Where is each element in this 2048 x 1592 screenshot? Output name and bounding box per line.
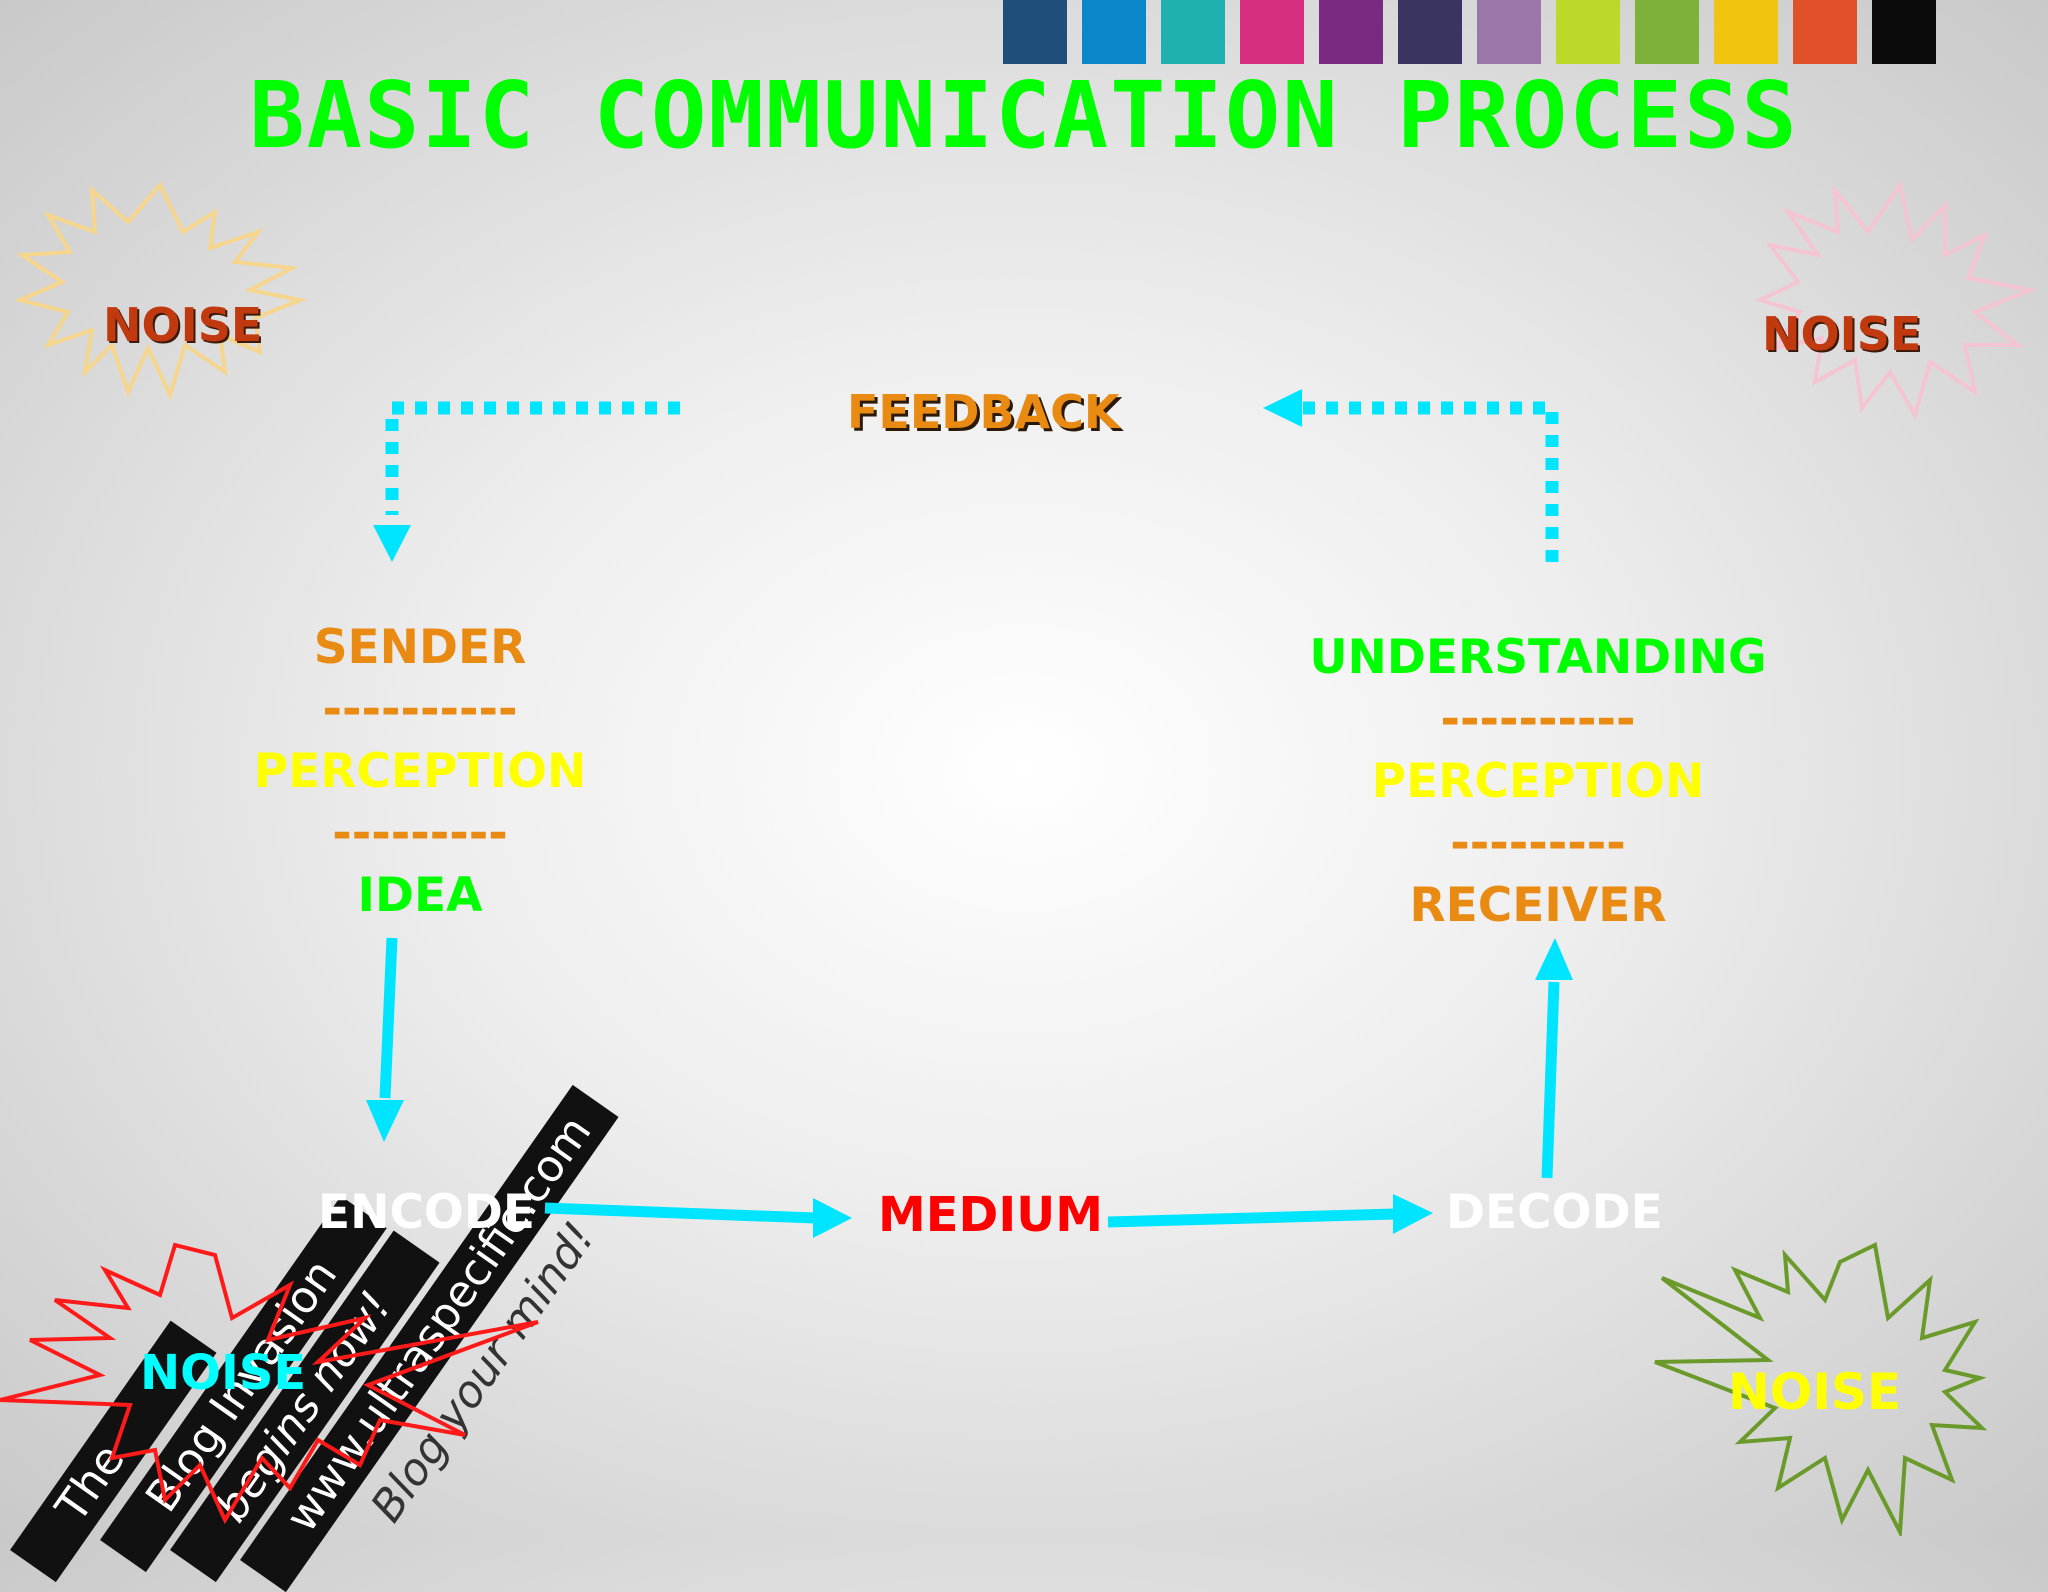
palette-swatch xyxy=(1477,0,1541,64)
color-palette xyxy=(1003,0,1951,64)
arrow-medium-to-decode xyxy=(1107,1208,1396,1228)
palette-swatch xyxy=(1398,0,1462,64)
feedback-arrow-right xyxy=(1302,401,1559,562)
receiver-divider-2: --------- xyxy=(1450,816,1626,871)
noise-starburst-bottom-right xyxy=(1654,1242,1988,1536)
arrowhead-medium xyxy=(813,1198,852,1238)
arrowhead-receiver xyxy=(1535,938,1573,980)
noise-starburst-top-right xyxy=(1754,180,2038,421)
sender-label: SENDER xyxy=(313,620,527,675)
palette-swatch xyxy=(1635,0,1699,64)
noise-starburst-top-left xyxy=(13,181,307,401)
diagram-graphics xyxy=(0,180,2038,1536)
feedback-arrow-left xyxy=(385,401,680,515)
arrow-encode-to-medium xyxy=(544,1202,816,1224)
palette-swatch xyxy=(1556,0,1620,64)
receiver-divider-1: ---------- xyxy=(1440,692,1636,747)
palette-swatch xyxy=(1003,0,1067,64)
palette-swatch xyxy=(1714,0,1778,64)
palette-swatch xyxy=(1793,0,1857,64)
arrow-idea-to-encode xyxy=(379,937,398,1099)
palette-swatch xyxy=(1161,0,1225,64)
receiver-column: UNDERSTANDING ---------- PERCEPTION ----… xyxy=(1278,627,1798,937)
sender-divider-1: ---------- xyxy=(322,682,518,737)
feedback-arrowhead-down xyxy=(373,525,411,562)
slide-title: BASIC COMMUNICATION PROCESS xyxy=(249,62,1799,169)
encode-label: ENCODE xyxy=(318,1185,536,1240)
noise-label-bottom-right: NOISE xyxy=(1728,1363,1902,1421)
noise-label-top-right: NOISE xyxy=(1762,307,1922,361)
sender-divider-2: --------- xyxy=(332,806,508,861)
arrowhead-decode xyxy=(1393,1194,1433,1234)
sender-perception-label: PERCEPTION xyxy=(253,744,587,799)
noise-label-top-left: NOISE xyxy=(103,298,263,352)
sender-column: SENDER ---------- PERCEPTION --------- I… xyxy=(220,617,620,927)
palette-swatch xyxy=(1082,0,1146,64)
understanding-label: UNDERSTANDING xyxy=(1309,630,1767,685)
palette-swatch xyxy=(1319,0,1383,64)
decode-label: DECODE xyxy=(1446,1185,1663,1240)
medium-label: MEDIUM xyxy=(878,1187,1103,1243)
receiver-label: RECEIVER xyxy=(1409,878,1667,933)
receiver-perception-label: PERCEPTION xyxy=(1371,754,1705,809)
noise-starburst-bottom-left xyxy=(0,1242,539,1525)
arrow-decode-to-receiver xyxy=(1541,981,1560,1179)
palette-swatch xyxy=(1872,0,1936,64)
noise-label-bottom-left: NOISE xyxy=(140,1345,307,1401)
feedback-arrowhead-left xyxy=(1263,389,1302,427)
feedback-label: FEEDBACK xyxy=(847,385,1120,439)
arrowhead-encode xyxy=(366,1100,404,1142)
idea-label: IDEA xyxy=(357,868,483,923)
palette-swatch xyxy=(1240,0,1304,64)
